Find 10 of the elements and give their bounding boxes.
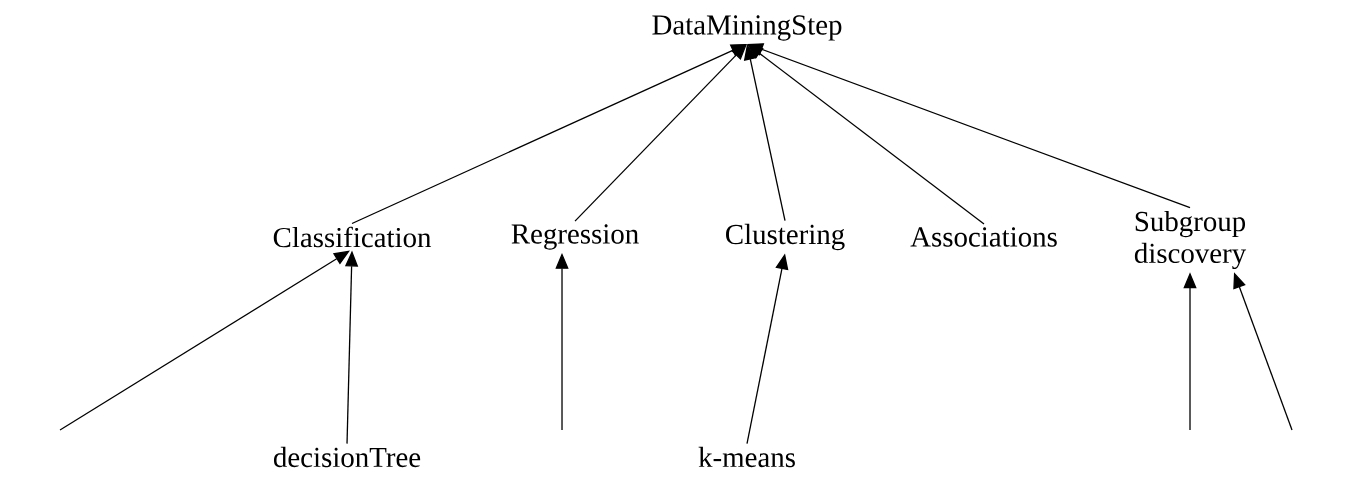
node-label: k-means — [698, 446, 795, 468]
arrow — [351, 43, 747, 225]
node-label: Regression — [511, 224, 639, 250]
node-label: Associations — [910, 227, 1057, 247]
node-label: Subgroup discovery — [1134, 210, 1247, 270]
node-label: decisionTree — [273, 446, 421, 468]
node-label: Clustering — [726, 223, 845, 251]
arrow — [59, 250, 350, 431]
node-label: DataMiningStep — [652, 15, 842, 41]
node-label: Classification — [273, 226, 432, 248]
